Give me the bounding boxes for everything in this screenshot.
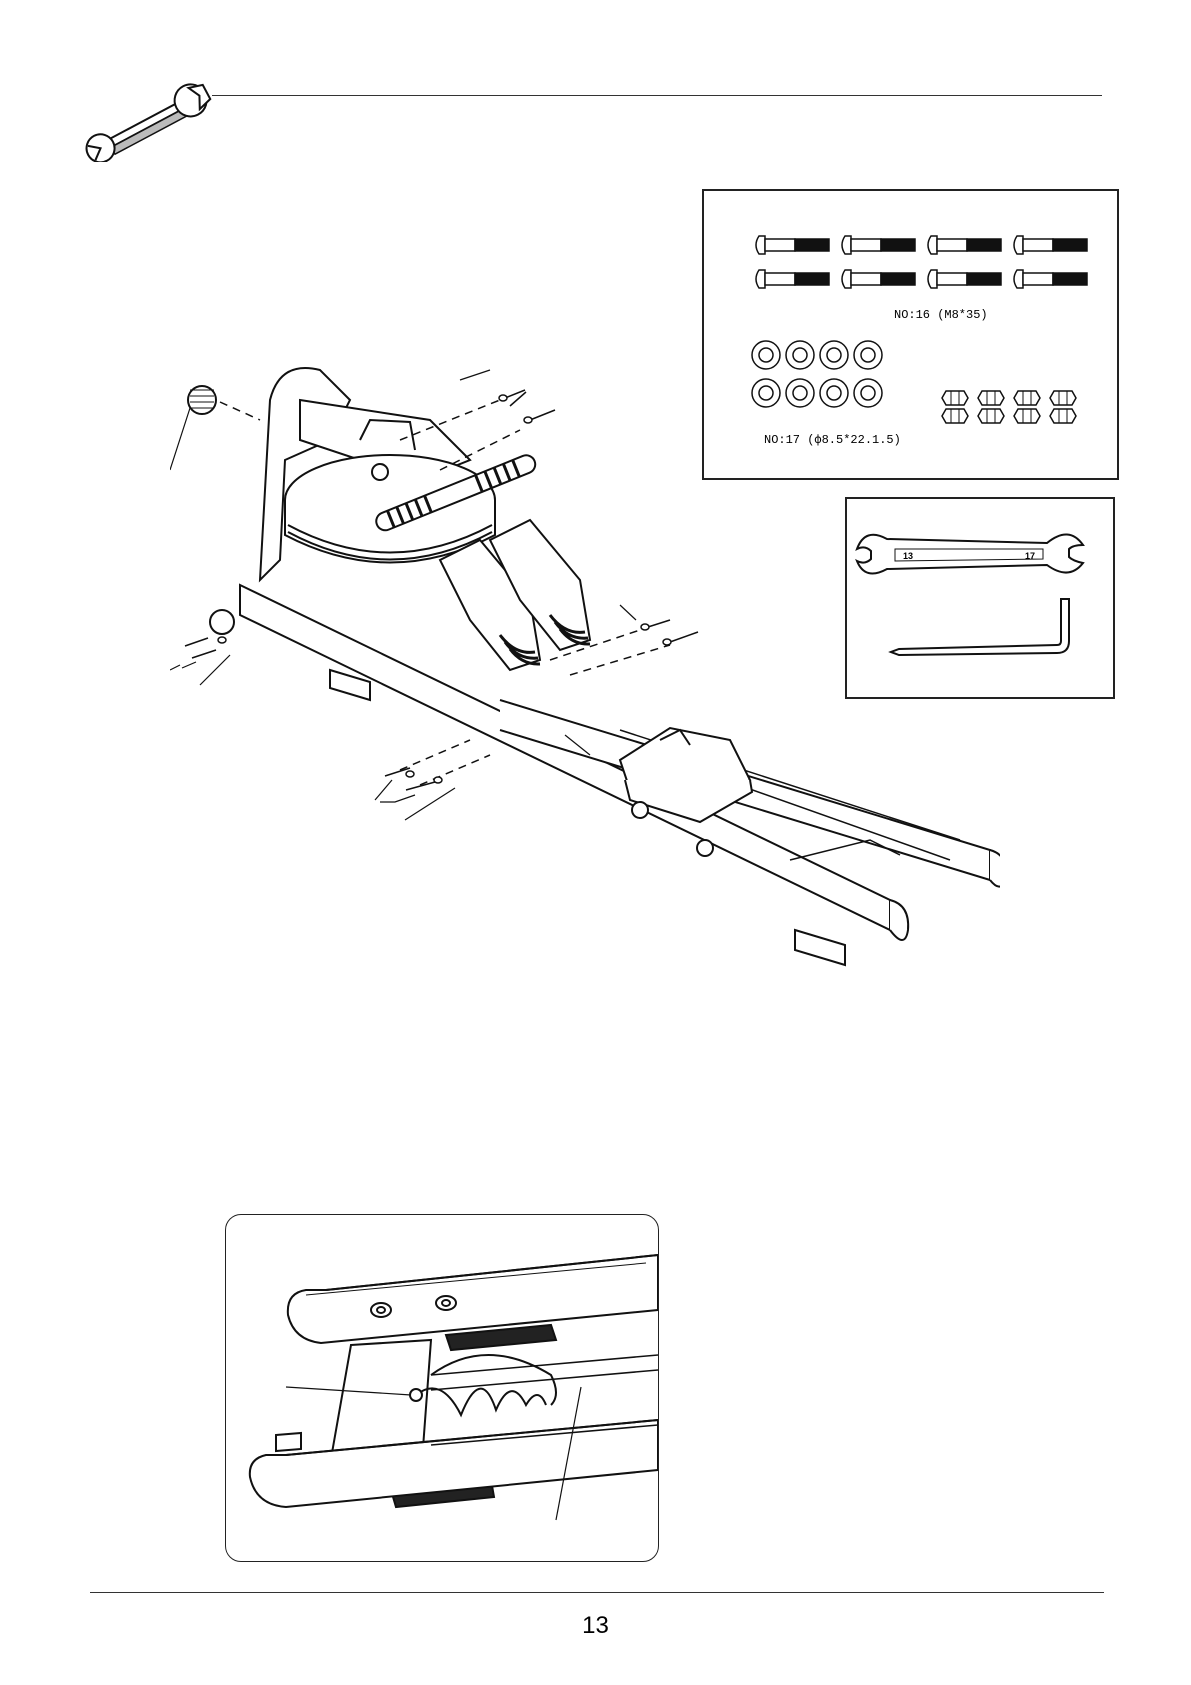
bolt-icon	[756, 236, 829, 254]
detail-inset	[225, 1214, 659, 1562]
bolt-icon	[928, 270, 1001, 288]
header-rule	[212, 95, 1102, 96]
bolt-label: NO:16 (M8*35)	[894, 308, 988, 322]
bolt-icon	[1014, 236, 1087, 254]
bolt-icon	[1014, 270, 1087, 288]
nut-icon	[1014, 391, 1040, 405]
bolt-icon	[756, 270, 829, 288]
bolt-icon	[842, 270, 915, 288]
footer-rule	[90, 1592, 1104, 1593]
bolt-icon	[928, 236, 1001, 254]
page-number: 13	[0, 1612, 1191, 1640]
nut-icon	[1050, 409, 1076, 423]
nut-icon	[1050, 391, 1076, 405]
rower-assembly-drawing	[170, 340, 1000, 1000]
wrench-icon	[78, 72, 228, 162]
wrench-size-right: 17	[1025, 551, 1035, 561]
nut-icon	[1014, 409, 1040, 423]
bolt-icon	[842, 236, 915, 254]
